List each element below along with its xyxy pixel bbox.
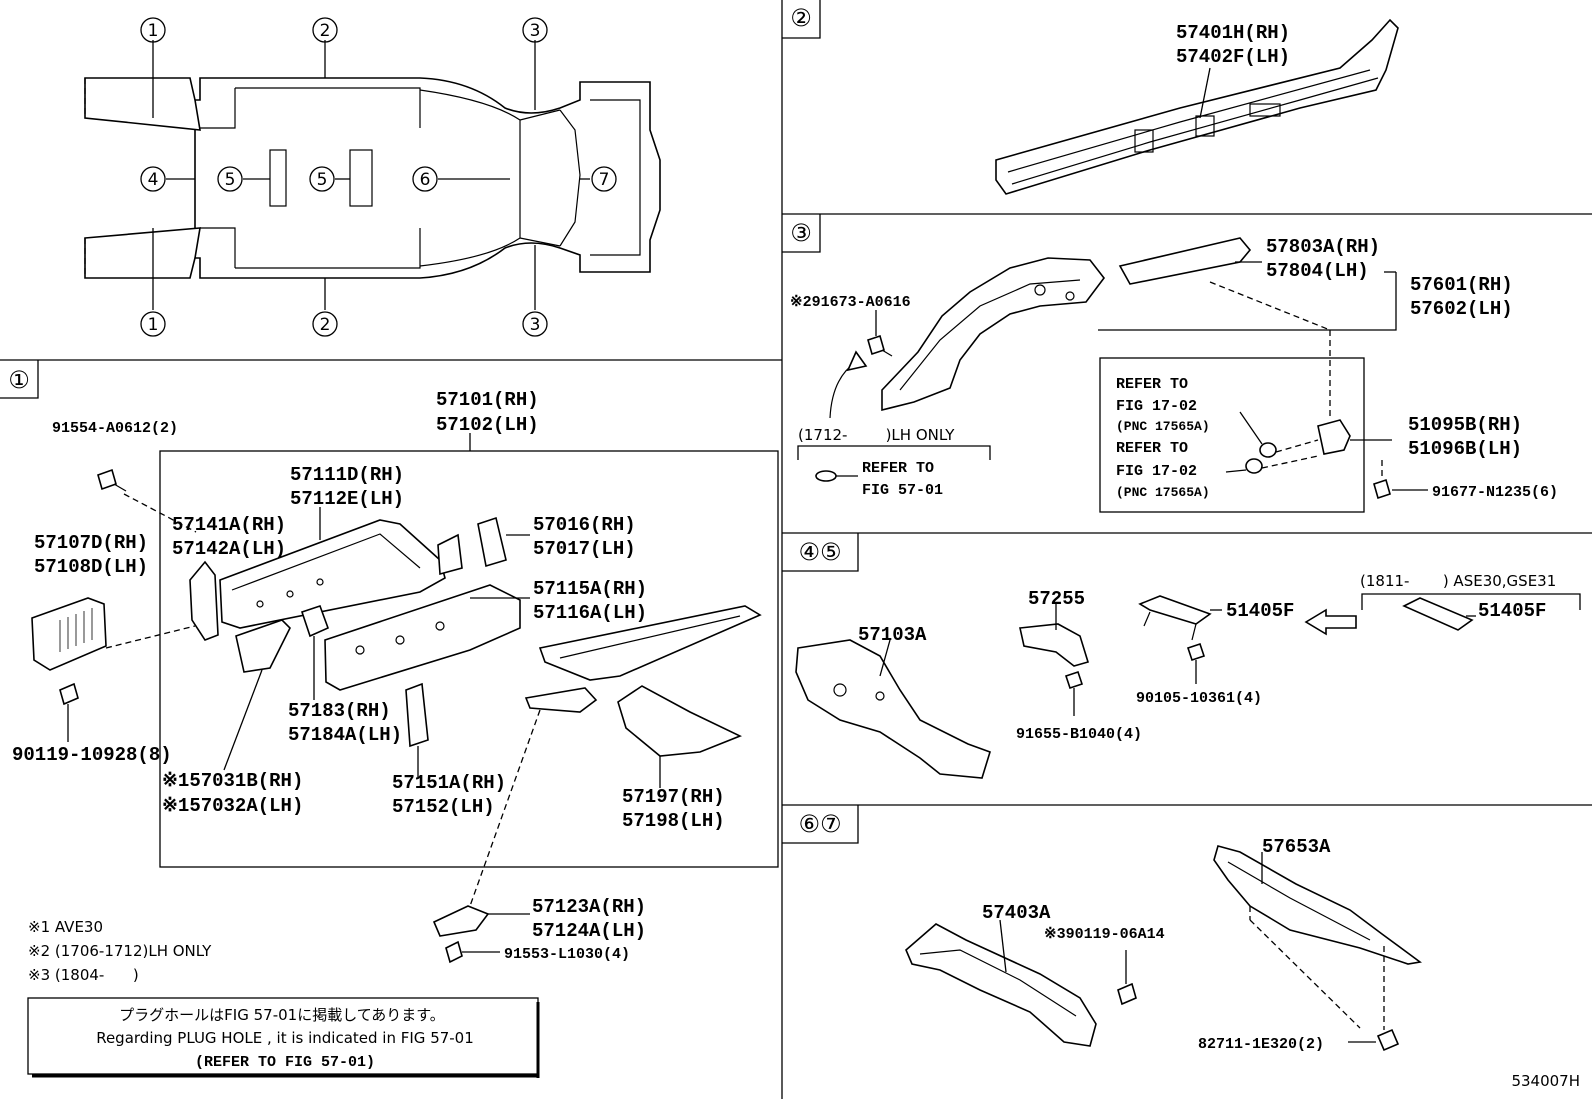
label-51405-right: 51405F xyxy=(1478,600,1546,622)
label-91677: 91677-N1235(6) xyxy=(1432,484,1558,501)
label-91655: 91655-B1040(4) xyxy=(1016,726,1142,743)
label-51096: 51096B(LH) xyxy=(1408,438,1522,460)
label-57111: 57111D(RH) xyxy=(290,464,404,486)
label-82711: 82711-1E320(2) xyxy=(1198,1036,1324,1053)
label-57101: 57101(RH) xyxy=(436,389,539,411)
section-3: 57803A(RH) 57804(LH) 57601(RH) 57602(LH)… xyxy=(790,236,1558,513)
svg-text:5: 5 xyxy=(317,170,328,190)
label-57403: 57403A xyxy=(982,902,1051,924)
section-1: 91554-A0612(2) 57101(RH) 57102(LH) 57111… xyxy=(12,389,779,1078)
label-91553: 91553-L1030(4) xyxy=(504,946,630,963)
refer-1-line-c: (PNC 17565A) xyxy=(1116,419,1210,434)
label-57031: ※157031B(RH) xyxy=(162,770,303,792)
svg-text:4: 4 xyxy=(148,170,159,190)
refer-box xyxy=(1099,357,1365,513)
lh-only-range: (1712- )LH ONLY xyxy=(798,426,955,444)
overview-floor-plan: 1 2 3 1 2 3 4 5 5 6 7 xyxy=(84,17,661,337)
svg-text:2: 2 xyxy=(320,21,331,41)
label-57197: 57197(RH) xyxy=(622,786,725,808)
label-57016: 57016(RH) xyxy=(533,514,636,536)
svg-text:3: 3 xyxy=(530,21,541,41)
label-57124: 57124A(LH) xyxy=(532,920,646,942)
label-291673: ※291673-A0616 xyxy=(790,294,911,311)
svg-text:3: 3 xyxy=(530,315,541,335)
label-57142: 57142A(LH) xyxy=(172,538,286,560)
label-57803: 57803A(RH) xyxy=(1266,236,1380,258)
notice-en: Regarding PLUG HOLE , it is indicated in… xyxy=(96,1029,474,1047)
refer-2-line-a: REFER TO xyxy=(1116,440,1188,457)
label-57804: 57804(LH) xyxy=(1266,260,1369,282)
label-57123: 57123A(RH) xyxy=(532,896,646,918)
section-67: 57653A 57403A ※390119-06A14 82711-1E320(… xyxy=(905,836,1422,1053)
label-57103: 57103A xyxy=(858,624,927,646)
notice-jp: プラグホールはFIG 57-01に掲載してあります。 xyxy=(119,1006,445,1024)
svg-text:7: 7 xyxy=(599,170,610,190)
label-51095: 51095B(RH) xyxy=(1408,414,1522,436)
notice-ref: (REFER TO FIG 57-01) xyxy=(195,1054,375,1071)
label-57151: 57151A(RH) xyxy=(392,772,506,794)
label-57102: 57102(LH) xyxy=(436,414,539,436)
section-3-tab: ③ xyxy=(790,219,812,247)
label-57116: 57116A(LH) xyxy=(533,602,647,624)
label-57112: 57112E(LH) xyxy=(290,488,404,510)
section-2-tab: ② xyxy=(790,4,812,32)
section-tab-labels: ② ③ ④⑤ ⑥⑦ ① xyxy=(8,4,841,838)
label-57107: 57107D(RH) xyxy=(34,532,148,554)
svg-text:5: 5 xyxy=(225,170,236,190)
label-57402: 57402F(LH) xyxy=(1176,46,1290,68)
refer-1-line-b: FIG 17-02 xyxy=(1116,398,1197,415)
label-57602: 57602(LH) xyxy=(1410,298,1513,320)
label-57115: 57115A(RH) xyxy=(533,578,647,600)
svg-text:6: 6 xyxy=(420,170,431,190)
svg-text:1: 1 xyxy=(148,21,159,41)
label-91554: 91554-A0612(2) xyxy=(52,420,178,437)
label-90105: 90105-10361(4) xyxy=(1136,690,1262,707)
note-2: ※2 (1706-1712)LH ONLY xyxy=(28,942,212,960)
figure-code: 534007H xyxy=(1511,1072,1580,1090)
section-1-tab: ① xyxy=(8,366,30,394)
label-57141: 57141A(RH) xyxy=(172,514,286,536)
label-57183: 57183(RH) xyxy=(288,700,391,722)
label-57184: 57184A(LH) xyxy=(288,724,402,746)
section-45-tab: ④⑤ xyxy=(798,538,841,566)
section-2: 57401H(RH) 57402F(LH) xyxy=(995,18,1399,195)
label-90119: 90119-10928(8) xyxy=(12,744,172,766)
assembly-box xyxy=(159,450,779,868)
label-57401: 57401H(RH) xyxy=(1176,22,1290,44)
refer-1-line-a: REFER TO xyxy=(1116,376,1188,393)
note-3: ※3 (1804- ) xyxy=(28,966,139,984)
label-57255: 57255 xyxy=(1028,588,1085,610)
svg-text:1: 1 xyxy=(148,315,159,335)
refer-3-line-b: FIG 57-01 xyxy=(862,482,943,499)
refer-3-line-a: REFER TO xyxy=(862,460,934,477)
section-45: 57255 51405F 51405F (1811- ) ASE30,GSE31… xyxy=(795,572,1581,779)
label-390119: ※390119-06A14 xyxy=(1044,926,1165,943)
label-57601: 57601(RH) xyxy=(1410,274,1513,296)
overview-callouts: 1 2 3 1 2 3 4 5 5 6 7 xyxy=(140,17,617,337)
section-67-tab: ⑥⑦ xyxy=(798,810,841,838)
label-57032: ※157032A(LH) xyxy=(162,795,303,817)
refer-2-line-c: (PNC 17565A) xyxy=(1116,485,1210,500)
label-57108: 57108D(LH) xyxy=(34,556,148,578)
note-1: ※1 AVE30 xyxy=(28,918,103,936)
refer-2-line-b: FIG 17-02 xyxy=(1116,463,1197,480)
label-57653: 57653A xyxy=(1262,836,1331,858)
label-51405-left: 51405F xyxy=(1226,600,1294,622)
label-57152: 57152(LH) xyxy=(392,796,495,818)
ase-gse-range: (1811- ) ASE30,GSE31 xyxy=(1360,572,1556,590)
label-57198: 57198(LH) xyxy=(622,810,725,832)
svg-text:2: 2 xyxy=(320,315,331,335)
label-57017: 57017(LH) xyxy=(533,538,636,560)
